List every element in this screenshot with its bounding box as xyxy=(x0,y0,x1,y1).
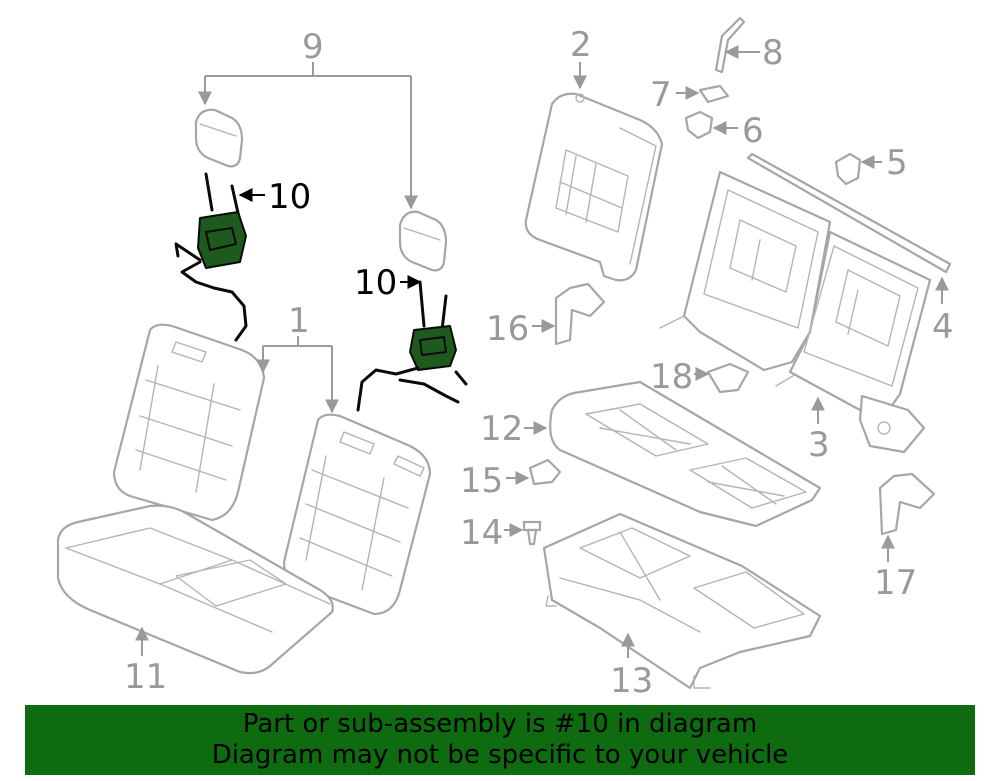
seat-cushion-frame xyxy=(542,512,822,690)
part-14-fastener xyxy=(522,520,542,546)
part-18-trim xyxy=(706,362,750,394)
callout-10-leaders xyxy=(238,188,422,289)
callout-18: 18 xyxy=(650,357,693,397)
seat-cushion-pad xyxy=(549,380,822,528)
callout-9-leaders xyxy=(198,62,418,210)
seat-cushion-cover xyxy=(56,504,334,675)
callout-8: 8 xyxy=(762,33,784,73)
callout-1-leaders xyxy=(256,336,339,414)
part-4-strip xyxy=(746,152,952,274)
callout-3: 3 xyxy=(808,425,830,465)
callout-6: 6 xyxy=(742,111,764,151)
callout-13: 13 xyxy=(610,661,653,700)
banner-line-2: Diagram may not be specific to your vehi… xyxy=(211,740,789,770)
callout-10-right: 10 xyxy=(354,263,397,303)
seat-back-cover-right xyxy=(282,413,432,616)
parts-diagram: 1 2 3 4 5 6 7 8 9 10 10 11 12 13 14 15 1… xyxy=(56,16,954,700)
callout-15: 15 xyxy=(460,461,503,501)
banner-line-1: Part or sub-assembly is #10 in diagram xyxy=(242,709,758,739)
headrest-left xyxy=(194,108,244,168)
callout-16: 16 xyxy=(486,309,529,349)
part-17-bracket xyxy=(878,472,936,536)
seat-back-frame xyxy=(659,170,932,454)
callout-1: 1 xyxy=(288,301,310,341)
part-7-clip xyxy=(698,84,730,104)
part-15-clip xyxy=(528,458,562,486)
callout-10-left: 10 xyxy=(268,177,311,217)
callout-14: 14 xyxy=(460,513,503,553)
seat-back-pad xyxy=(524,92,664,282)
seat-back-cover-left xyxy=(112,323,266,522)
callout-4: 4 xyxy=(932,307,954,347)
callout-17: 17 xyxy=(874,563,917,603)
callout-2: 2 xyxy=(570,25,592,65)
callout-11: 11 xyxy=(124,657,167,697)
callout-9: 9 xyxy=(302,27,324,67)
callout-5: 5 xyxy=(886,143,908,183)
headrest-right xyxy=(398,210,448,272)
latch-assembly-left xyxy=(174,172,248,342)
part-8-rod xyxy=(714,16,746,74)
latch-assembly-right xyxy=(356,280,468,412)
part-16-bracket xyxy=(554,282,606,346)
disclaimer-banner: Part or sub-assembly is #10 in diagram D… xyxy=(25,705,975,775)
part-5-cap xyxy=(834,152,862,186)
callout-12: 12 xyxy=(480,409,523,449)
part-6-bracket xyxy=(684,110,714,140)
callout-7: 7 xyxy=(650,75,672,115)
